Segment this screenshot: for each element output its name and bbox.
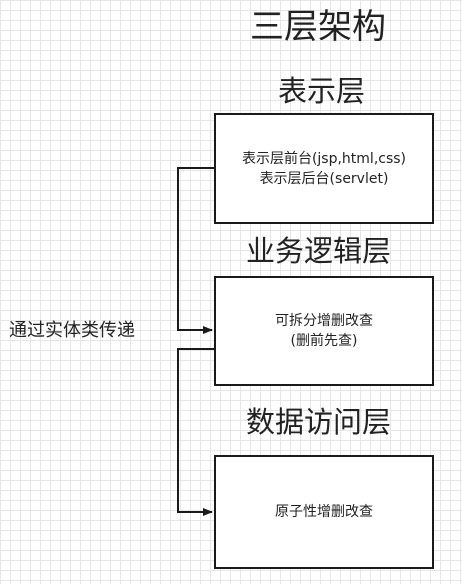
business-layer-heading: 业务逻辑层 <box>246 234 392 268</box>
data-access-layer-box: 原子性增删改查 <box>214 455 434 569</box>
diagram-title: 三层架构 <box>250 7 386 47</box>
presentation-layer-box: 表示层前台(jsp,html,css) 表示层后台(servlet) <box>214 113 434 224</box>
box-line: 表示层前台(jsp,html,css) <box>241 150 407 167</box>
connector-label: 通过实体类传递 <box>9 320 135 341</box>
arrow-presentation-to-business <box>177 167 214 334</box>
box-line: 原子性增删改查 <box>275 504 373 520</box>
arrow-business-to-data-access <box>177 348 214 516</box>
business-layer-box: 可拆分增删改查 (删前先查) <box>214 276 434 386</box>
box-line: 表示层后台(servlet) <box>259 170 389 187</box>
box-line: (删前先查) <box>290 333 358 349</box>
presentation-layer-heading: 表示层 <box>278 74 366 108</box>
box-line: 可拆分增删改查 <box>275 313 373 329</box>
data-access-layer-heading: 数据访问层 <box>246 405 392 439</box>
